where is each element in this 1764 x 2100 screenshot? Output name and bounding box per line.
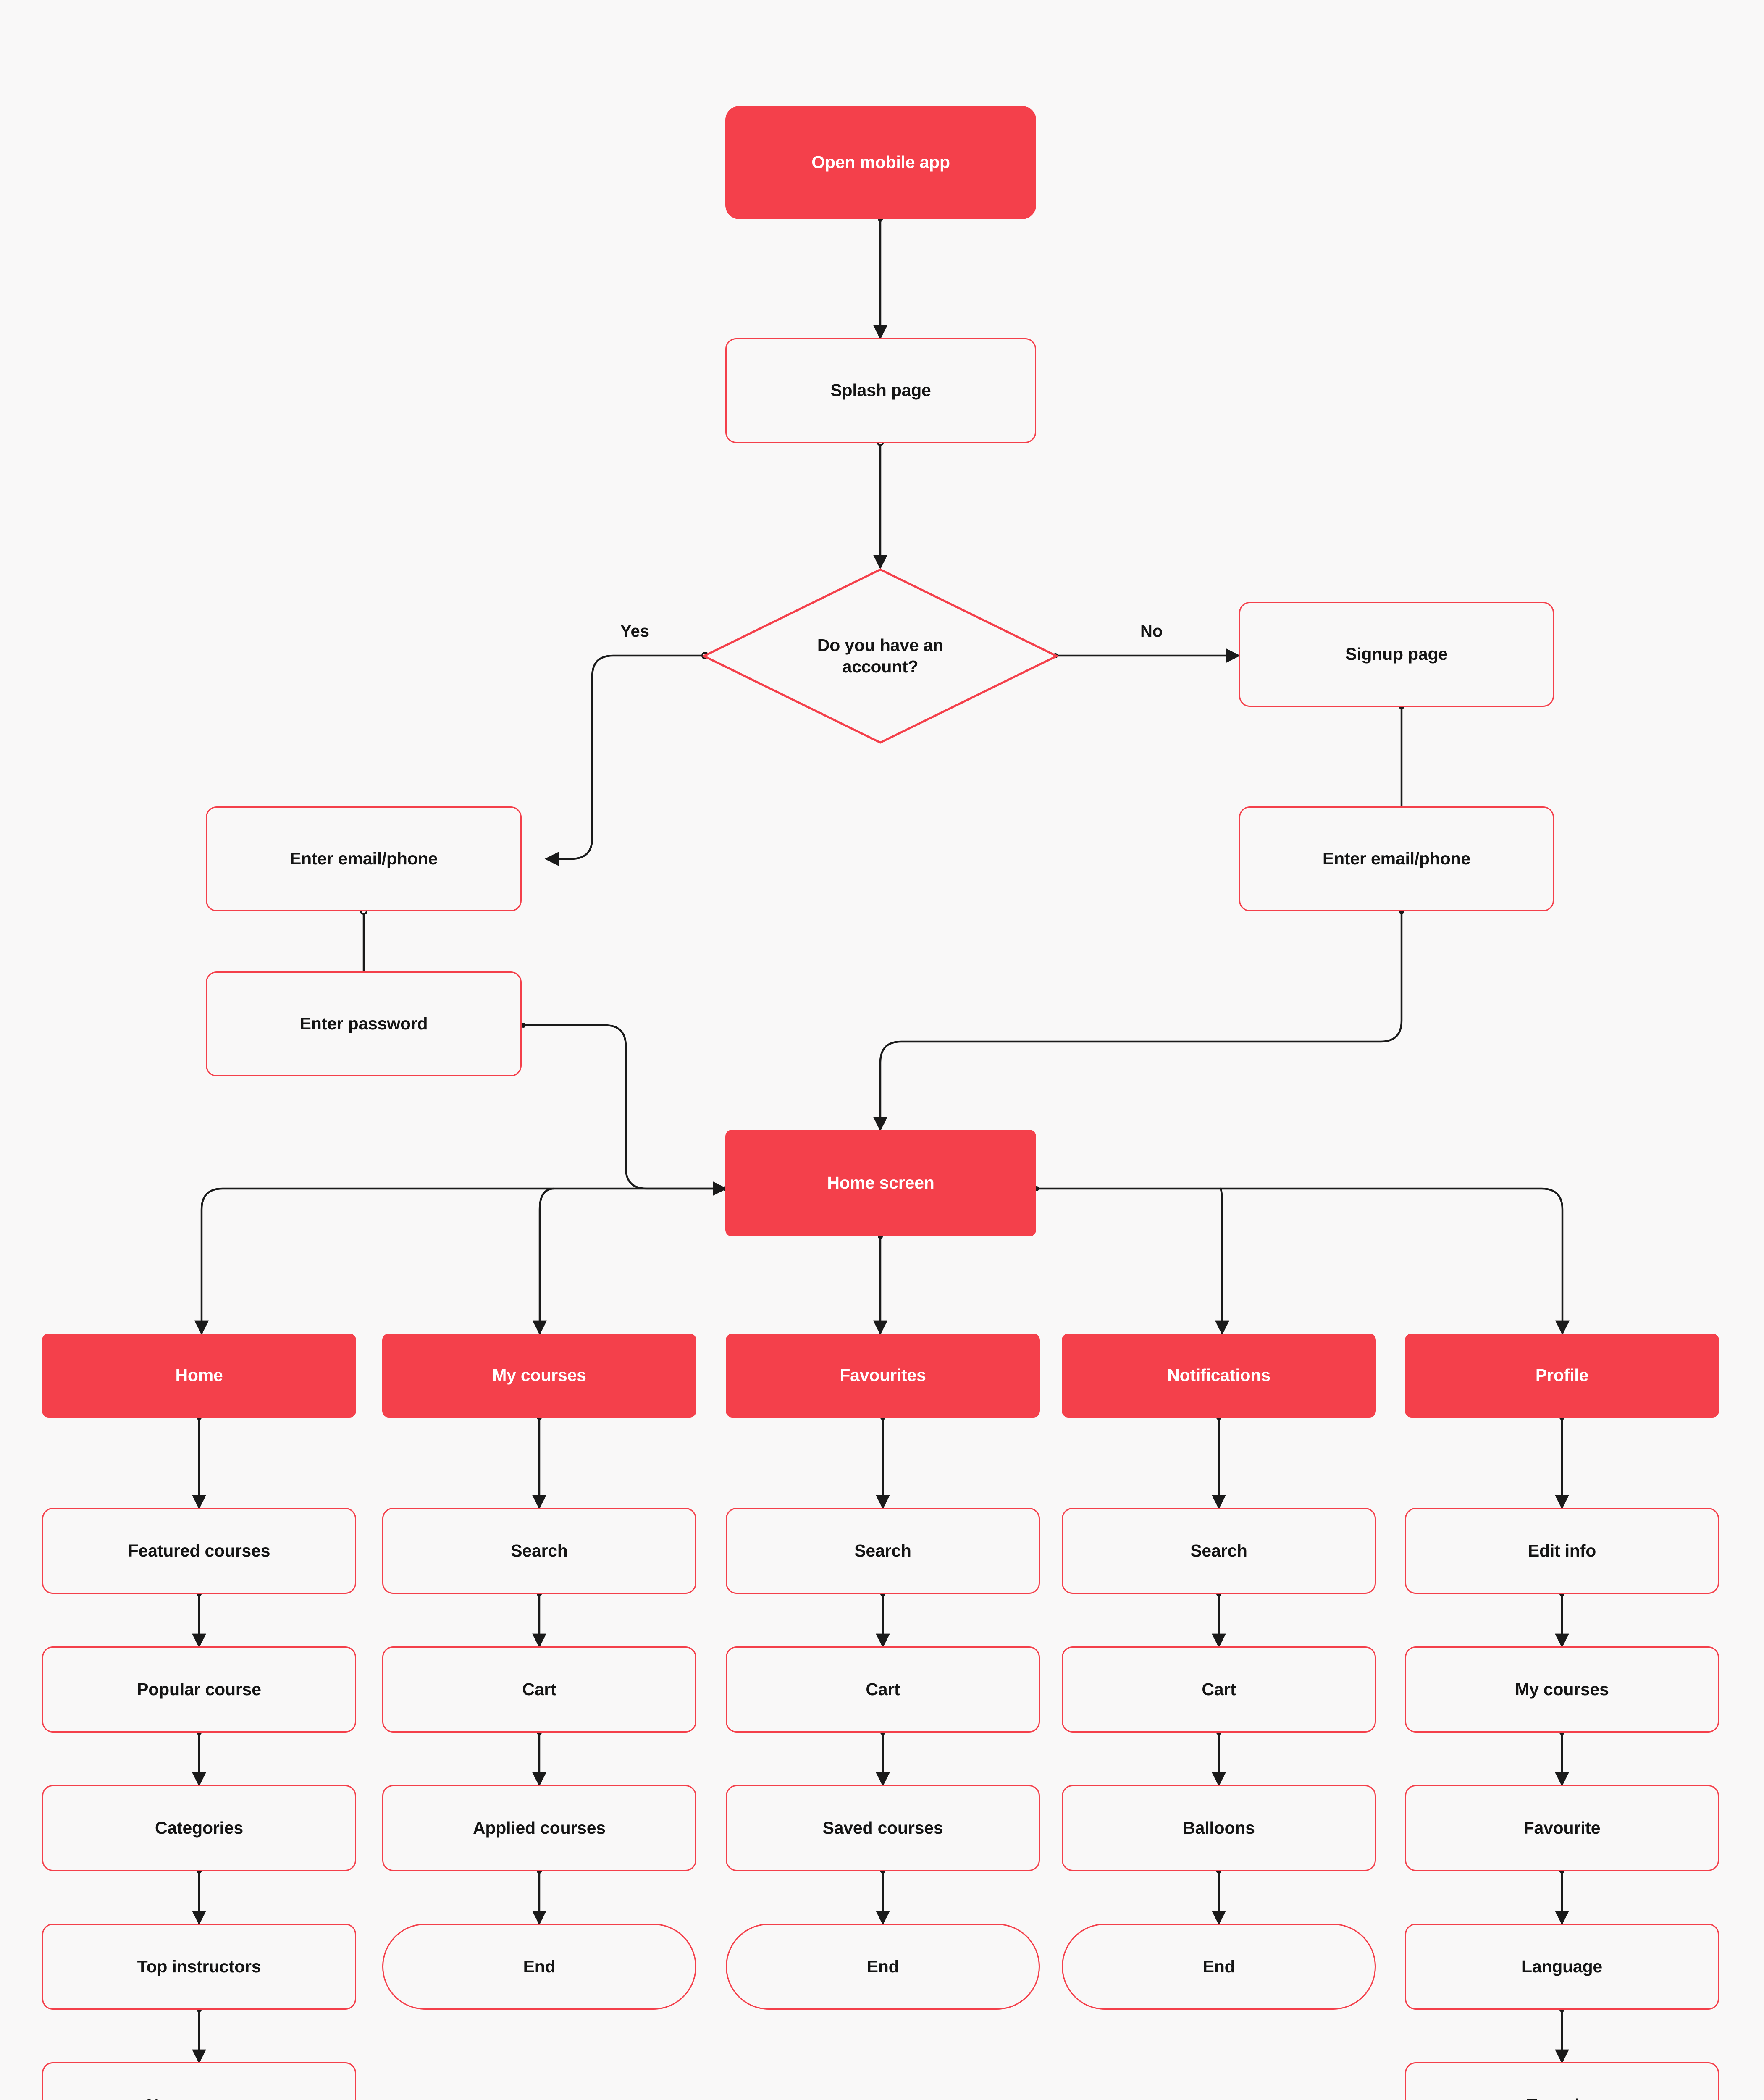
node-favourites-end[interactable]: End: [726, 1924, 1040, 2010]
node-label: Favourites: [840, 1365, 926, 1385]
node-label: Search: [854, 1541, 911, 1560]
node-label: My courses: [1515, 1679, 1609, 1699]
column-header-notifications[interactable]: Notifications: [1062, 1334, 1376, 1418]
node-label: Featured courses: [128, 1541, 270, 1560]
node-label: New courses: [141, 2095, 258, 2100]
node-my-courses-applied-courses[interactable]: Applied courses: [382, 1785, 696, 1871]
node-decision-have-account[interactable]: Do you have an account?: [702, 568, 1058, 744]
node-open-mobile-app[interactable]: Open mobile app: [725, 106, 1036, 219]
node-label: Open mobile app: [811, 152, 950, 172]
node-home-featured-courses[interactable]: Featured courses: [42, 1508, 356, 1594]
node-label: End: [1202, 1956, 1235, 1976]
diamond-shape: [702, 568, 1058, 744]
node-home-categories[interactable]: Categories: [42, 1785, 356, 1871]
node-label: Enter password: [299, 1014, 428, 1034]
node-home-popular-course[interactable]: Popular course: [42, 1646, 356, 1732]
node-profile-edit-info[interactable]: Edit info: [1405, 1508, 1719, 1594]
node-label: Top instructors: [137, 1956, 261, 1976]
column-header-home[interactable]: Home: [42, 1334, 356, 1418]
node-home-new-courses[interactable]: New courses: [42, 2062, 356, 2100]
column-header-my-courses[interactable]: My courses: [382, 1334, 696, 1418]
node-label: Cart: [866, 1679, 900, 1699]
node-label: Splash page: [830, 381, 931, 400]
node-profile-my-courses[interactable]: My courses: [1405, 1646, 1719, 1732]
node-login-enter-email-phone[interactable]: Enter email/phone: [206, 806, 522, 911]
column-header-favourites[interactable]: Favourites: [726, 1334, 1040, 1418]
node-notifications-search[interactable]: Search: [1062, 1508, 1376, 1594]
node-label: Enter email/phone: [1322, 849, 1470, 869]
node-label: Signup page: [1345, 644, 1448, 664]
node-my-courses-search[interactable]: Search: [382, 1508, 696, 1594]
node-label: Home screen: [827, 1173, 934, 1193]
node-label: Search: [511, 1541, 568, 1560]
node-label: End: [866, 1956, 899, 1976]
node-home-top-instructors[interactable]: Top instructors: [42, 1924, 356, 2010]
node-label: Balloons: [1183, 1818, 1255, 1838]
node-home-screen[interactable]: Home screen: [725, 1130, 1036, 1236]
node-favourites-cart[interactable]: Cart: [726, 1646, 1040, 1732]
node-label: Text size: [1521, 2095, 1603, 2100]
node-label: My courses: [492, 1365, 586, 1385]
node-notifications-end[interactable]: End: [1062, 1924, 1376, 2010]
node-label: Do you have an account?: [817, 635, 944, 676]
node-label: Language: [1521, 1956, 1603, 1976]
node-favourites-saved-courses[interactable]: Saved courses: [726, 1785, 1040, 1871]
node-label: Cart: [1202, 1679, 1236, 1699]
node-label: Categories: [155, 1818, 243, 1838]
node-label: Profile: [1535, 1365, 1589, 1385]
node-label: Saved courses: [822, 1818, 943, 1838]
node-label: Enter email/phone: [289, 849, 438, 869]
node-label: Search: [1190, 1541, 1247, 1560]
node-label: End: [523, 1956, 556, 1976]
node-notifications-cart[interactable]: Cart: [1062, 1646, 1376, 1732]
node-profile-favourite[interactable]: Favourite: [1405, 1785, 1719, 1871]
node-splash-page[interactable]: Splash page: [725, 338, 1036, 443]
node-label: Popular course: [137, 1679, 261, 1699]
column-header-profile[interactable]: Profile: [1405, 1334, 1719, 1418]
node-login-enter-password[interactable]: Enter password: [206, 971, 522, 1076]
node-signup-page[interactable]: Signup page: [1239, 602, 1554, 707]
node-label: Applied courses: [473, 1818, 606, 1838]
node-my-courses-end[interactable]: End: [382, 1924, 696, 2010]
edge-label-no: No: [1140, 622, 1163, 640]
edge-label-yes: Yes: [620, 622, 649, 640]
node-label: Home: [175, 1365, 223, 1385]
node-profile-text-size[interactable]: Text size: [1405, 2062, 1719, 2100]
node-my-courses-cart[interactable]: Cart: [382, 1646, 696, 1732]
node-favourites-search[interactable]: Search: [726, 1508, 1040, 1594]
node-label: Edit info: [1528, 1541, 1596, 1560]
node-label: Favourite: [1523, 1818, 1601, 1838]
node-signup-enter-email-phone[interactable]: Enter email/phone: [1239, 806, 1554, 911]
node-label: Notifications: [1167, 1365, 1270, 1385]
node-profile-language[interactable]: Language: [1405, 1924, 1719, 2010]
node-label: Cart: [522, 1679, 556, 1699]
node-notifications-balloons[interactable]: Balloons: [1062, 1785, 1376, 1871]
